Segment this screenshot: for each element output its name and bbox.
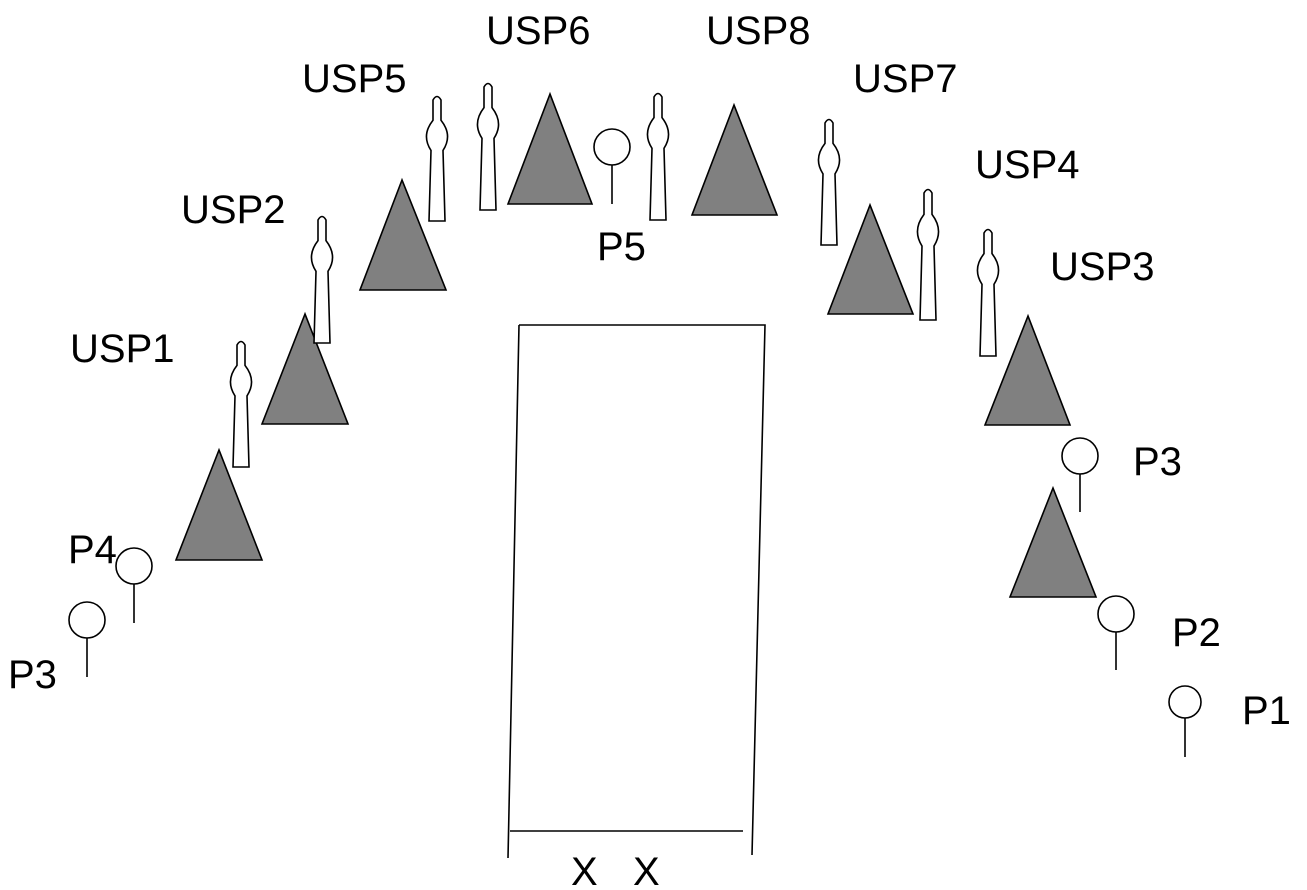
pin-head	[115, 547, 153, 585]
label-usp5: USP5	[302, 57, 407, 101]
pin-marker-icon	[1097, 595, 1135, 670]
pin-head	[593, 128, 631, 166]
cone-icon	[1008, 485, 1098, 598]
player-figure-icon	[646, 92, 670, 221]
label-p3-right: P3	[1133, 440, 1182, 484]
cone-icon	[690, 102, 779, 216]
label-usp6: USP6	[486, 9, 591, 53]
pin-head	[68, 601, 106, 639]
player-figure-icon	[817, 118, 841, 246]
label-usp1: USP1	[70, 327, 175, 371]
cone-icon	[174, 447, 264, 561]
pin-marker-icon	[68, 601, 106, 677]
label-usp2: USP2	[181, 188, 286, 232]
label-usp7: USP7	[853, 57, 958, 101]
player-figure-icon	[425, 95, 449, 222]
player-figure-icon	[916, 188, 940, 321]
label-p5: P5	[597, 225, 646, 269]
player-figure-icon	[229, 340, 253, 468]
pin-marker-icon	[115, 547, 153, 623]
label-usp3: USP3	[1050, 245, 1155, 289]
mark-x-right: X	[633, 850, 660, 890]
label-usp8: USP8	[706, 9, 811, 53]
pin-head	[1168, 685, 1202, 719]
label-p2: P2	[1172, 611, 1221, 655]
cone-icon	[506, 91, 594, 205]
pin-marker-icon	[1061, 437, 1099, 512]
label-usp4: USP4	[975, 143, 1080, 187]
cone-icon	[983, 313, 1072, 426]
central-box	[507, 324, 766, 859]
pin-marker-icon	[1168, 685, 1202, 757]
label-p3-left: P3	[8, 653, 57, 697]
player-figure-icon	[310, 215, 334, 344]
player-figure-icon	[476, 82, 500, 211]
cone-icon	[826, 202, 915, 315]
pin-head	[1061, 437, 1099, 475]
label-p1: P1	[1242, 689, 1291, 733]
cone-icon	[260, 311, 350, 425]
label-p4: P4	[68, 528, 117, 572]
cone-icon	[358, 177, 448, 291]
player-figure-icon	[976, 228, 1000, 357]
pin-head	[1097, 595, 1135, 633]
pin-marker-icon	[593, 128, 631, 204]
mark-x-left: X	[571, 850, 598, 890]
